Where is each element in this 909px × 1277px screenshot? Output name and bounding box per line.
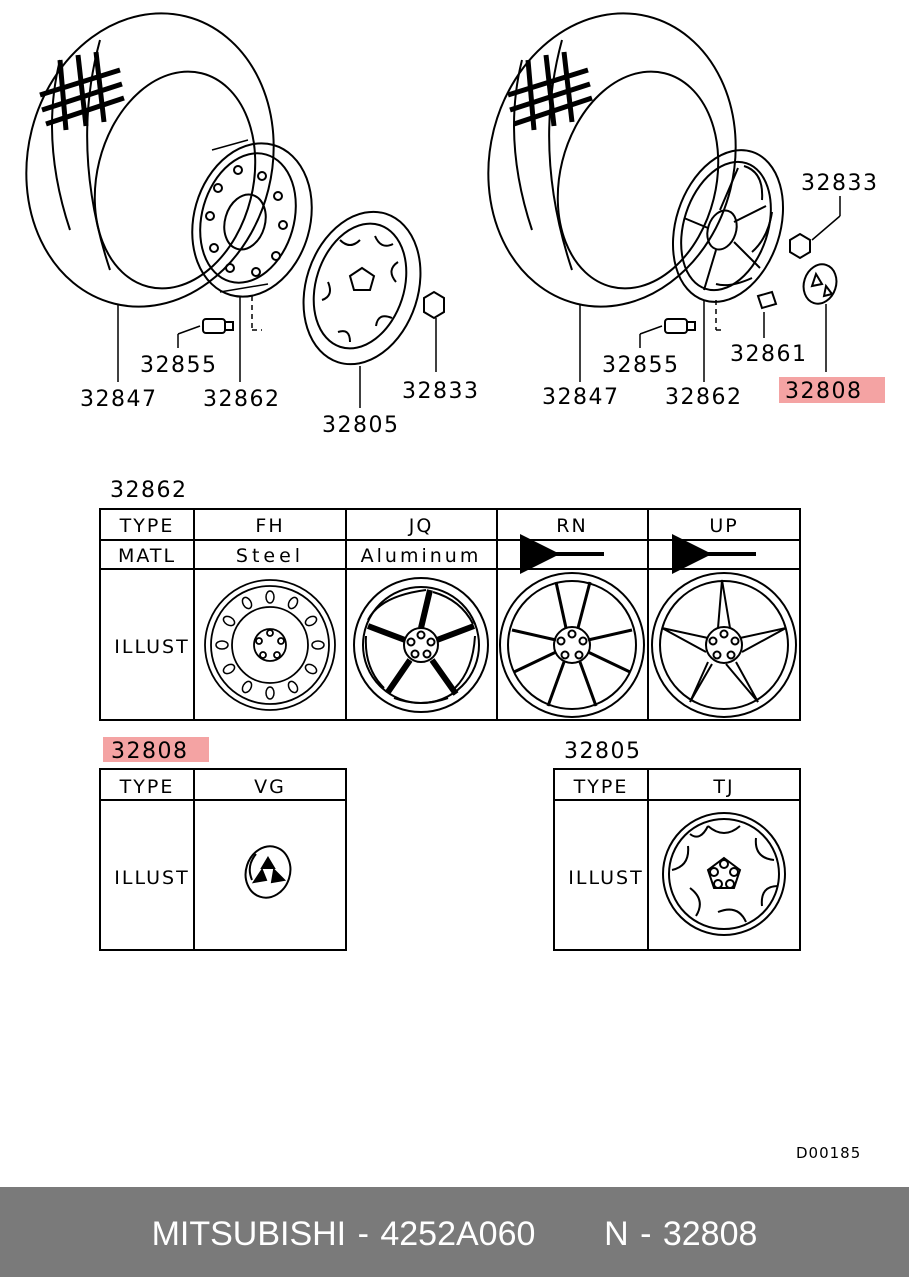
reference-number: N - 32808: [604, 1215, 758, 1253]
tread-pattern: [39, 51, 125, 131]
weight-drawing: [756, 290, 778, 310]
right-assembly: [487, 12, 841, 382]
footer-caption: MITSUBISHI - 4252A060 N - 32808: [151, 1215, 758, 1253]
valve-drawing: [202, 318, 234, 334]
row-label-type: TYPE: [573, 776, 629, 798]
label-tire: 32847: [80, 387, 158, 412]
label-nut: 32833: [402, 379, 480, 404]
footer-bar: MITSUBISHI - 4252A060 N - 32808: [0, 1187, 909, 1277]
label-valve: 32855: [140, 353, 218, 378]
type-cell: FH: [255, 515, 284, 537]
valve-drawing: [664, 318, 696, 334]
steel-wheel-drawing: [191, 139, 313, 298]
tire-drawing: [487, 12, 737, 308]
matl-cell: Aluminum: [361, 545, 482, 567]
cap-table: [99, 768, 347, 951]
highlight-callout-cap: [779, 377, 885, 403]
highlight-cap-table-title: [103, 737, 209, 762]
row-label-illust: ILLUST: [568, 867, 643, 889]
wheel-cover-drawing: [302, 210, 422, 366]
alloy-wheel-icon: [353, 577, 489, 713]
label-wheel: 32862: [203, 387, 281, 412]
type-cell: RN: [556, 515, 587, 537]
label-valve-right: 32855: [602, 353, 680, 378]
wheel-table-title: 32862: [110, 478, 188, 503]
nut-drawing: [789, 232, 811, 260]
center-cap-icon: [244, 845, 292, 899]
leader-lines: [579, 196, 841, 382]
row-label-type: TYPE: [119, 515, 175, 537]
label-cap: 32808: [785, 379, 863, 404]
label-wheel-right: 32862: [665, 385, 743, 410]
leader-lines: [117, 296, 437, 408]
cap-drawing: [802, 263, 838, 305]
left-assembly: [25, 12, 445, 408]
wheel-cover-icon: [662, 812, 786, 936]
cap-table-title: 32808: [111, 739, 189, 764]
nut-drawing: [423, 290, 445, 320]
matl-cell: Steel: [236, 545, 304, 567]
type-cell: UP: [709, 515, 738, 537]
row-label-illust: ILLUST: [114, 636, 189, 658]
row-label-matl: MATL: [118, 545, 176, 567]
tread-pattern: [507, 51, 593, 131]
parts-diagram: 32847 32855 32862 32805 32833: [25, 12, 885, 1162]
drawing-code: D00185: [796, 1144, 861, 1162]
type-cell: TJ: [712, 776, 734, 798]
cover-table: [553, 768, 801, 951]
label-cover: 32805: [322, 413, 400, 438]
row-label-illust: ILLUST: [114, 867, 189, 889]
alloy-wheel-icon: [651, 572, 797, 718]
steel-wheel-icon: [204, 579, 336, 711]
cover-table-title: 32805: [564, 739, 642, 764]
type-cell: JQ: [408, 515, 434, 537]
type-cell: VG: [254, 776, 286, 798]
label-nut-right: 32833: [801, 171, 879, 196]
brand-name: MITSUBISHI: [151, 1215, 347, 1253]
alloy-wheel-icon: [499, 572, 645, 718]
label-weight: 32861: [730, 342, 808, 367]
tire-drawing: [25, 12, 275, 308]
label-tire-right: 32847: [542, 385, 620, 410]
part-number: 4252A060: [380, 1215, 536, 1253]
row-label-type: TYPE: [119, 776, 175, 798]
alloy-wheel-drawing: [671, 149, 785, 303]
